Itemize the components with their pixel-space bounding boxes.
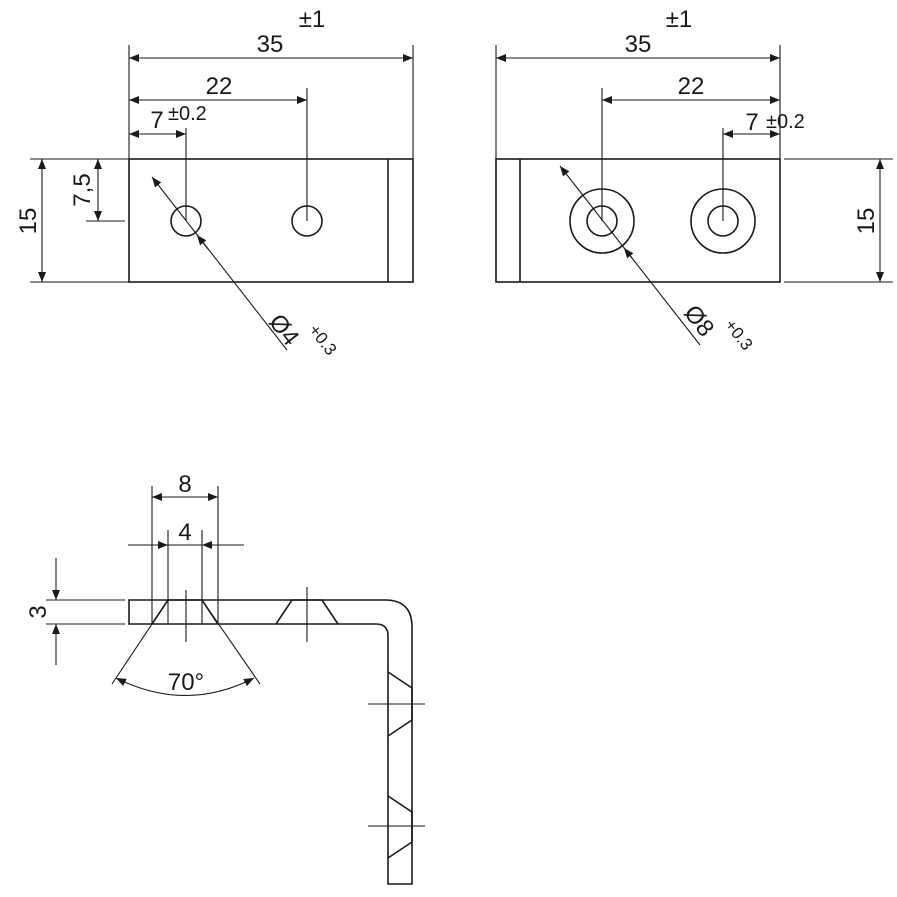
left-view: 35 ±1 22 7 ±0.2 15 7,5 Ø4 +0.3 bbox=[15, 6, 414, 359]
countersink-angle-label: 70° bbox=[168, 669, 204, 696]
left-length-label: 35 bbox=[257, 31, 284, 58]
left-offset-label: 7 bbox=[150, 107, 163, 134]
bracket-outline bbox=[128, 599, 413, 885]
left-hole-leader bbox=[151, 176, 288, 351]
countersink-angle-arc bbox=[115, 677, 255, 696]
thickness-label: 3 bbox=[25, 605, 52, 618]
right-length-tol: ±1 bbox=[666, 6, 693, 33]
right-length-label: 35 bbox=[625, 31, 652, 58]
hole-dia-label: 4 bbox=[178, 519, 191, 546]
right-offset-label: 7 bbox=[745, 109, 758, 136]
right-counterbore-dia-label: Ø8 bbox=[678, 300, 719, 342]
countersink-dia-label: 8 bbox=[178, 471, 191, 498]
left-half-height-label: 7,5 bbox=[69, 173, 96, 206]
left-height-label: 15 bbox=[15, 208, 42, 235]
left-length-tol: ±1 bbox=[299, 6, 326, 33]
right-view: 35 ±1 22 7 ±0.2 15 Ø8 +0.3 bbox=[495, 6, 893, 354]
right-height-label: 15 bbox=[853, 208, 880, 235]
right-counterbore-dia-tol: +0.3 bbox=[721, 316, 757, 354]
left-hole-dia-tol: +0.3 bbox=[305, 321, 341, 359]
section-view: 8 4 3 70° bbox=[25, 471, 425, 885]
right-offset-tol: ±0.2 bbox=[766, 111, 805, 133]
countersink-1 bbox=[151, 599, 219, 625]
left-hole-dia-label: Ø4 bbox=[263, 309, 304, 351]
left-offset-tol: ±0.2 bbox=[168, 103, 207, 125]
right-plate-outline bbox=[495, 158, 781, 283]
right-spacing-label: 22 bbox=[678, 73, 705, 100]
countersink-4 bbox=[387, 795, 413, 859]
left-plate-outline bbox=[128, 158, 414, 283]
left-spacing-label: 22 bbox=[206, 73, 233, 100]
